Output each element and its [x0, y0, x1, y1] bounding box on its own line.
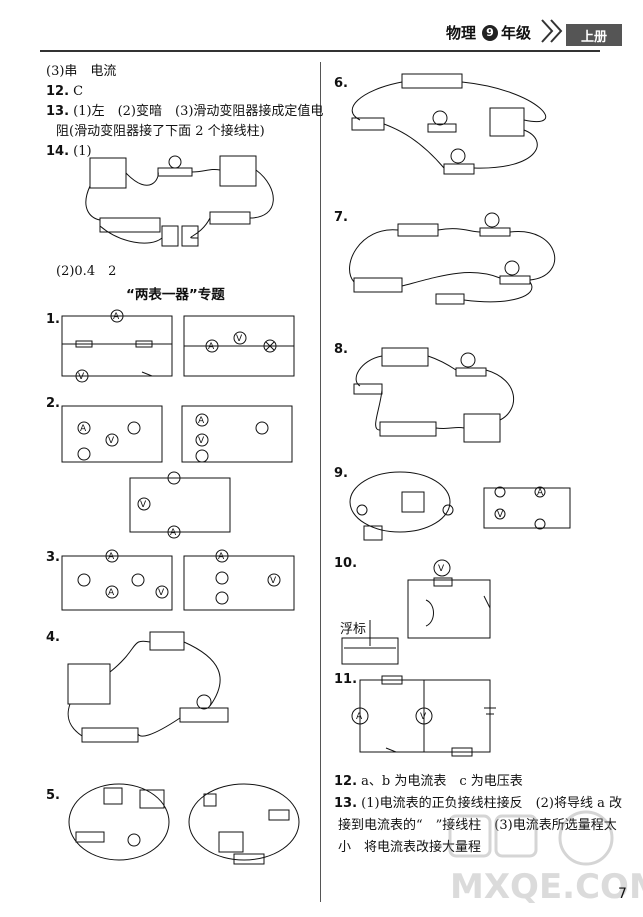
answer-14: 14. (1)	[46, 144, 92, 159]
q2-circuits: A V A V V A	[61, 405, 293, 539]
svg-text:A: A	[198, 416, 205, 426]
svg-text:V: V	[270, 576, 277, 586]
svg-text:V: V	[236, 334, 243, 344]
svg-text:A: A	[108, 552, 115, 562]
svg-text:A: A	[113, 312, 120, 322]
svg-text:V: V	[158, 588, 165, 598]
svg-text:MXQE.COM: MXQE.COM	[450, 867, 643, 907]
q3-circuits: A A V A V	[61, 549, 295, 611]
svg-text:A: A	[218, 552, 225, 562]
q6-number: 6.	[334, 76, 348, 91]
answer-12: 12. C	[46, 84, 84, 99]
q8-apparatus-figure	[353, 347, 515, 443]
answer-14-part2: (2)0.4 2	[56, 264, 117, 279]
svg-text:V: V	[140, 500, 147, 510]
double-chevron-icon	[541, 19, 563, 43]
answer-r13-line1: 13. (1)电流表的正负接线柱接反 (2)将导线 a 改	[334, 796, 623, 811]
q11-number: 11.	[334, 672, 358, 687]
column-divider	[320, 62, 321, 902]
q10-circuit-figure: V	[341, 559, 491, 665]
section-title: “两表一器”专题	[126, 287, 225, 303]
svg-text:V: V	[497, 510, 504, 520]
answer-r12: 12. a、b 为电流表 c 为电压表	[334, 774, 523, 789]
q9-number: 9.	[334, 466, 348, 481]
q1-number: 1.	[46, 312, 60, 327]
q10-float-label: 浮标	[340, 622, 367, 637]
svg-text:A: A	[80, 424, 87, 434]
q5-number: 5.	[46, 788, 60, 803]
q8-number: 8.	[334, 342, 348, 357]
answer-13-line1: 13. (1)左 (2)变暗 (3)滑动变阻器接成定值电	[46, 104, 324, 119]
svg-text:A: A	[170, 528, 177, 538]
answer-13-line2: 阻(滑动变阻器接了下面 2 个接线柱)	[56, 124, 265, 139]
q14-apparatus-figure	[85, 155, 274, 247]
svg-text:A: A	[537, 488, 544, 498]
header-grade: 9 年级	[482, 22, 531, 43]
svg-text:V: V	[438, 564, 445, 574]
volume-badge: 上册	[566, 24, 622, 46]
grade-suffix: 年级	[501, 24, 532, 42]
q5-apparatus-figure	[68, 783, 300, 865]
svg-text:V: V	[78, 372, 85, 382]
answer-r13-line2: 接到电流表的“ ”接线柱 (3)电流表所选量程太	[338, 818, 617, 833]
svg-text:A: A	[208, 342, 215, 352]
q10-number: 10.	[334, 556, 358, 571]
svg-text:A: A	[108, 588, 115, 598]
page-number: 7	[618, 886, 627, 902]
q2-number: 2.	[46, 396, 60, 411]
answer-3-line: (3)串 电流	[46, 64, 117, 79]
watermark-logo: MXQE.COM	[448, 810, 643, 907]
grade-number-badge: 9	[482, 24, 498, 41]
header-rule	[40, 50, 600, 52]
q9-apparatus-figure: A V	[349, 471, 571, 541]
header-subject: 物理	[446, 24, 477, 42]
q1-circuits: A V V A	[61, 309, 295, 383]
q11-circuit-figure: A V	[351, 675, 496, 757]
page-header: 物理 9 年级 上册	[0, 14, 643, 52]
q4-apparatus-figure	[67, 631, 229, 743]
svg-text:V: V	[198, 436, 205, 446]
answer-r13-line3: 小 将电流表改接大量程	[338, 840, 482, 855]
svg-text:V: V	[108, 436, 115, 446]
q3-number: 3.	[46, 550, 60, 565]
q7-apparatus-figure	[349, 212, 556, 305]
q6-apparatus-figure	[351, 73, 546, 175]
q4-number: 4.	[46, 630, 60, 645]
svg-text:A: A	[356, 712, 363, 722]
q7-number: 7.	[334, 210, 348, 225]
